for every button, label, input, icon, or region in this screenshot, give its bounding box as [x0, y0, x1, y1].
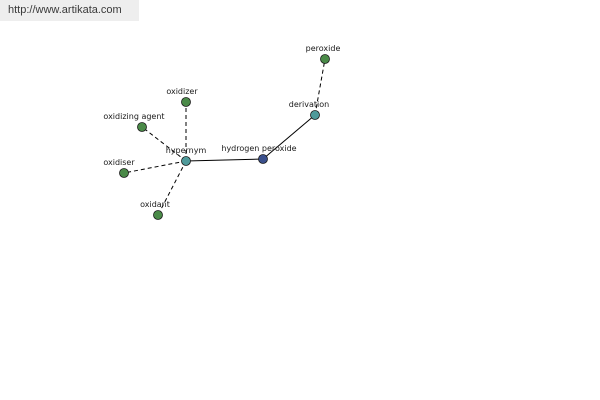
node-peroxide[interactable]: peroxide — [306, 44, 341, 64]
edge-hypernym-oxidiser — [123, 160, 187, 174]
node-label-oxidant[interactable]: oxidant — [140, 200, 170, 209]
node-marker-oxidizing-agent[interactable] — [137, 122, 147, 132]
node-marker-hydrogen-peroxide[interactable] — [258, 154, 268, 164]
node-marker-oxidizer[interactable] — [181, 97, 191, 107]
site-url-link[interactable]: http://www.artikata.com — [8, 4, 122, 16]
node-marker-peroxide[interactable] — [320, 54, 330, 64]
node-marker-oxidant[interactable] — [153, 210, 163, 220]
node-hypernym[interactable]: hypernym — [166, 146, 207, 166]
graph-nodes: hydrogen peroxide hypernym derivation perox… — [103, 44, 340, 220]
node-marker-hypernym[interactable] — [181, 156, 191, 166]
node-label-peroxide[interactable]: peroxide — [306, 44, 341, 53]
node-oxidant[interactable]: oxidant — [140, 200, 170, 220]
node-oxidiser[interactable]: oxidiser — [103, 158, 135, 178]
edge-hydrogen-peroxide-derivation — [262, 114, 316, 160]
edge-hypernym-oxidant — [157, 160, 187, 216]
node-hydrogen-peroxide[interactable]: hydrogen peroxide — [221, 144, 297, 164]
graph-edges — [123, 58, 326, 216]
site-url-banner: http://www.artikata.com — [0, 0, 139, 21]
edge-hypernym-oxidizing-agent — [141, 126, 187, 162]
node-label-hydrogen-peroxide[interactable]: hydrogen peroxide — [221, 144, 296, 153]
edge-hydrogen-peroxide-hypernym — [185, 158, 264, 162]
node-label-hypernym[interactable]: hypernym — [166, 146, 207, 155]
node-label-oxidizer[interactable]: oxidizer — [166, 87, 198, 96]
node-label-derivation[interactable]: derivation — [289, 100, 329, 109]
node-oxidizing-agent[interactable]: oxidizing agent — [103, 112, 165, 132]
node-label-oxidiser[interactable]: oxidiser — [103, 158, 135, 167]
node-oxidizer[interactable]: oxidizer — [166, 87, 198, 107]
node-label-oxidizing-agent[interactable]: oxidizing agent — [103, 112, 164, 121]
node-derivation[interactable]: derivation — [289, 100, 329, 120]
edge-derivation-peroxide — [314, 58, 326, 116]
node-marker-derivation[interactable] — [310, 110, 320, 120]
node-marker-oxidiser[interactable] — [119, 168, 129, 178]
